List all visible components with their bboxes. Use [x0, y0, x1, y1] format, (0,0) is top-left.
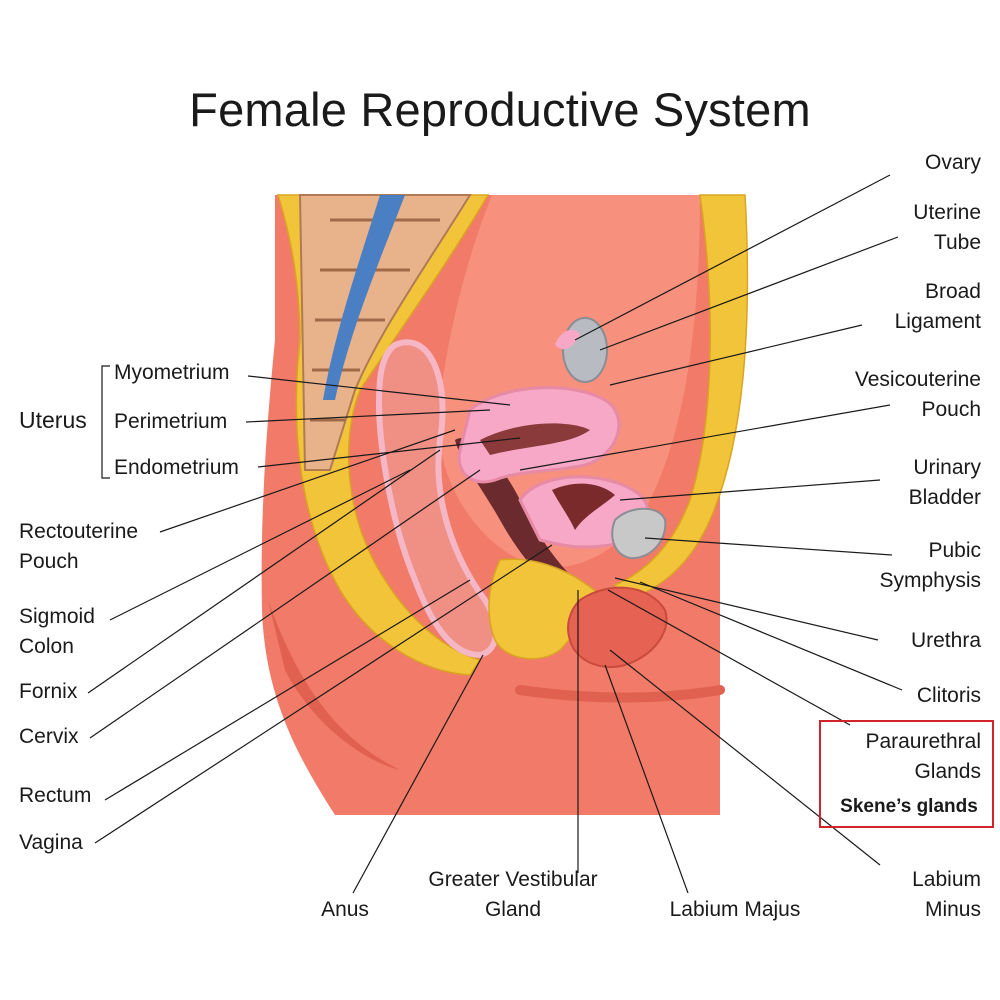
line-vesico: [519, 404, 891, 471]
highlight-note: Skene’s glands: [840, 796, 978, 817]
fimbriae-shape: [555, 329, 580, 350]
line-cervix: [89, 469, 481, 739]
label-cervix: Cervix: [19, 725, 79, 748]
uterus-bracket: [101, 365, 110, 479]
line-fornix: [87, 449, 441, 694]
label-endometrium: Endometrium: [114, 456, 239, 479]
line-clitoris: [639, 581, 903, 691]
label-urethra: Urethra: [910, 629, 981, 652]
page-title: Female Reproductive System: [189, 83, 811, 136]
blood-vessel: [323, 195, 405, 400]
buttock-shadow: [268, 600, 400, 770]
line-perimetrium: [245, 409, 491, 423]
line-tube: [599, 236, 899, 351]
label-perimetrium: Perimetrium: [114, 410, 228, 433]
line-myometrium: [247, 375, 511, 406]
line-rectum: [104, 579, 471, 801]
line-urethra: [614, 577, 879, 641]
pubic-bone-shape: [611, 507, 667, 560]
thigh-crease: [515, 685, 725, 703]
line-vagina: [94, 544, 553, 844]
label-rectum: Rectum: [19, 784, 92, 807]
line-pubic: [644, 537, 893, 556]
highlight-box: [819, 720, 994, 828]
label-uterus: Uterus: [19, 407, 87, 433]
label-fornix: Fornix: [19, 680, 78, 703]
pelvic-fat: [488, 558, 607, 660]
label-labium-majus: Labium Majus: [669, 898, 801, 921]
line-majus: [604, 664, 689, 894]
line-rectouterine: [159, 429, 456, 533]
line-anus: [352, 654, 484, 894]
line-ovary: [574, 174, 891, 341]
line-bladder: [619, 479, 881, 501]
line-minus: [609, 649, 881, 866]
line-sigmoid: [109, 469, 411, 621]
label-clitoris: Clitoris: [916, 684, 981, 707]
line-broad: [609, 324, 863, 386]
label-anus: Anus: [321, 898, 369, 921]
label-myometrium: Myometrium: [114, 361, 230, 384]
leader-lines: [87, 174, 903, 894]
label-vagina: Vagina: [19, 831, 83, 854]
vulva-shape: [567, 586, 668, 668]
line-paraurethral: [607, 589, 851, 726]
uterus-shape: [457, 386, 621, 484]
label-ovary: Ovary: [924, 151, 981, 174]
